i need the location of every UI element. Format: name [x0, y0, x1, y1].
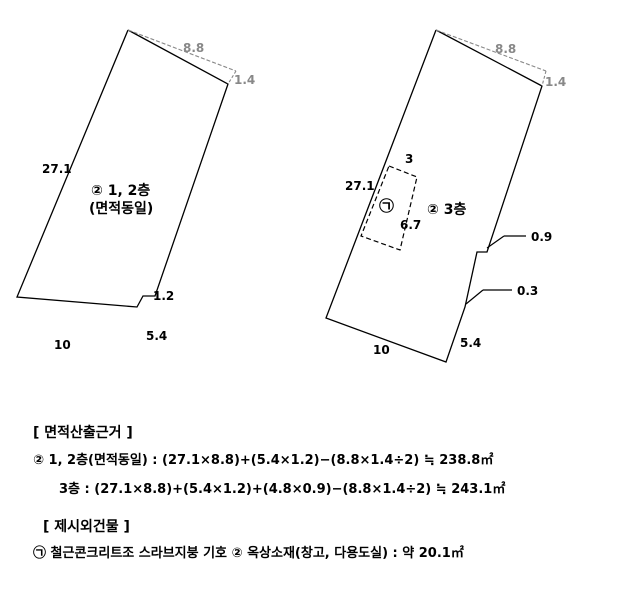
- left-plan-label-line2: (면적동일): [89, 200, 153, 217]
- floor-plan-diagram: 8.8 1.4 27.1 1.2 10 5.4 ② 1, 2층 (면적동일) 8…: [16, 29, 566, 363]
- right-plan-label: ② 3층: [427, 202, 466, 218]
- rooftop-annex-outline: [360, 165, 418, 251]
- left-dim-step: 5.4: [146, 329, 167, 343]
- right-dim-corner: 1.4: [545, 75, 566, 89]
- right-floor-plan: 8.8 1.4 3 27.1 ㉠ 6.7 ② 3층 0.9 0.3 10 5.4: [325, 29, 566, 363]
- left-floor-plan: 8.8 1.4 27.1 1.2 10 5.4 ② 1, 2층 (면적동일): [16, 29, 255, 352]
- excluded-building-detail: ㉠ 철근콘크리트조 스라브지붕 기호 ② 옥상소재(창고, 다용도실) : 약 …: [33, 546, 464, 561]
- right-dim-step: 5.4: [460, 336, 481, 350]
- left-plan-gray-corner-line: [227, 70, 237, 85]
- left-dim-bottom: 10: [54, 338, 71, 352]
- right-dim-left: 27.1: [345, 179, 375, 193]
- left-dim-left: 27.1: [42, 162, 72, 176]
- right-dim-top: 8.8: [495, 42, 516, 56]
- area-basis-heading: [ 면적산출근거 ]: [33, 425, 133, 441]
- annex-dim-height: 6.7: [400, 218, 421, 232]
- annex-dim-width: 3: [405, 152, 413, 166]
- callout-upper-value: 0.9: [531, 230, 552, 244]
- callout-lower-leader: [465, 289, 484, 305]
- excluded-buildings-heading: [ 제시외건물 ]: [43, 519, 130, 535]
- right-plan-outline: [325, 29, 543, 363]
- left-dim-top: 8.8: [183, 41, 204, 55]
- left-plan-gray-dimension-line: [127, 29, 237, 72]
- annex-symbol: ㉠: [379, 197, 394, 215]
- callout-upper-leader: [486, 235, 505, 249]
- area-floors-1-2: ② 1, 2층(면적동일) : (27.1×8.8)+(5.4×1.2)−(8.…: [33, 453, 494, 468]
- left-dim-notch: 1.2: [153, 289, 174, 303]
- right-plan-gray-dimension-line: [435, 29, 547, 72]
- callout-lower-value: 0.3: [517, 284, 538, 298]
- left-dim-corner: 1.4: [234, 73, 255, 87]
- right-dim-bottom: 10: [373, 343, 390, 357]
- left-plan-label-line1: ② 1, 2층: [91, 183, 150, 199]
- area-floor-3: 3층 : (27.1×8.8)+(5.4×1.2)+(4.8×0.9)−(8.8…: [59, 482, 506, 497]
- right-plan-gray-corner-line: [541, 70, 547, 87]
